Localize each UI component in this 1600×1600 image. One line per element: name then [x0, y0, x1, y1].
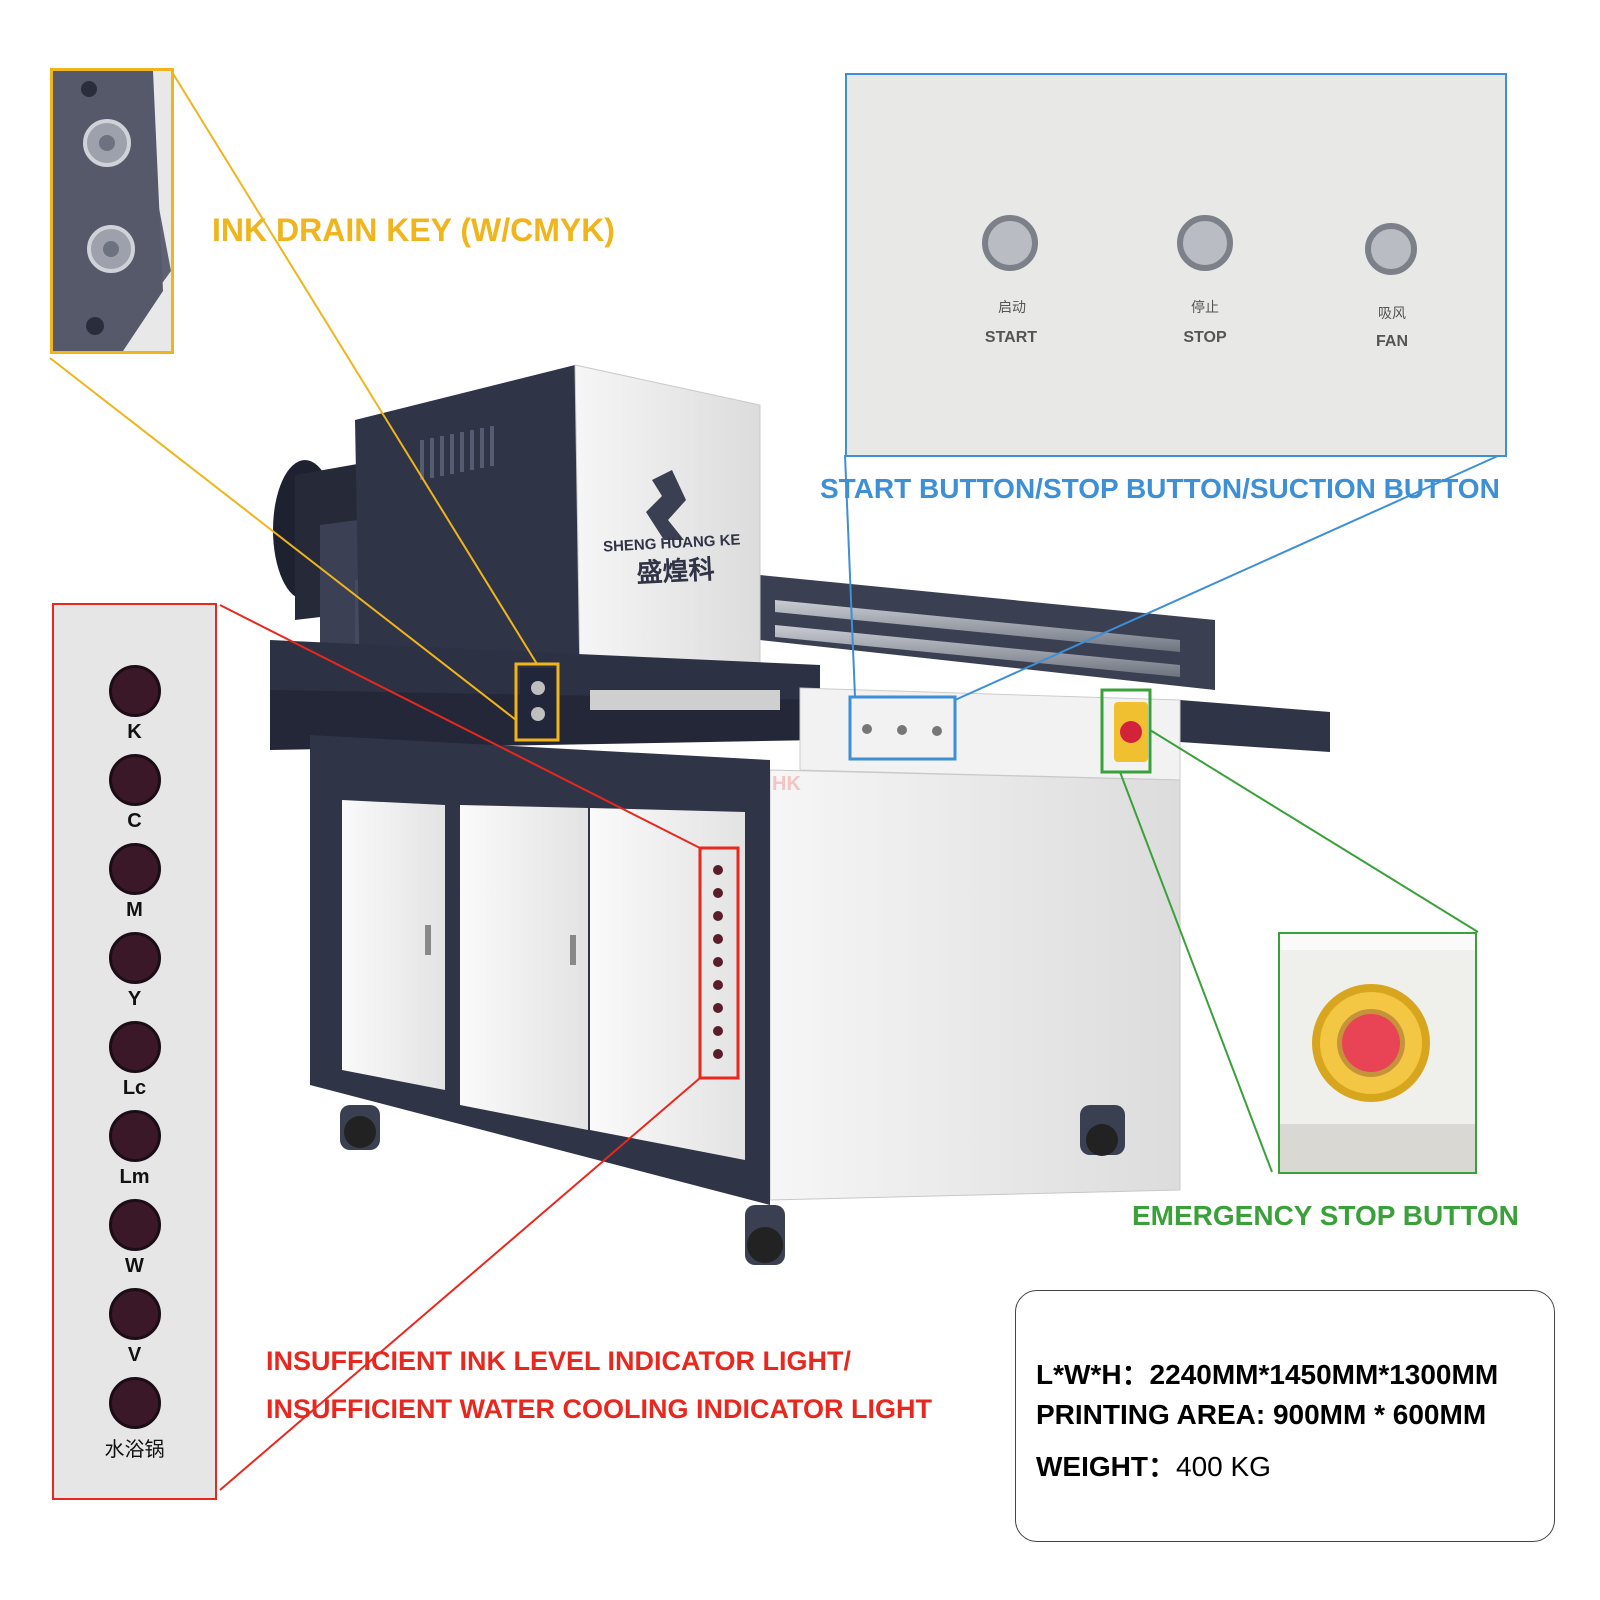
stop-button[interactable]	[1177, 215, 1233, 271]
indicator-light-lm	[109, 1110, 161, 1162]
ink-drain-label: INK DRAIN KEY (W/CMYK)	[212, 212, 615, 248]
spec-area-value: 900MM * 600MM	[1272, 1399, 1487, 1430]
indicator-light-lc	[109, 1021, 161, 1073]
start-label-cn: 启动	[998, 299, 1026, 315]
stop-label-en: STOP	[1183, 329, 1227, 346]
indicator-light-water-bath	[109, 1377, 161, 1429]
indicator-label-line1: INSUFFICIENT INK LEVEL INDICATOR LIGHT/	[266, 1346, 852, 1376]
emergency-stop-button[interactable]	[1312, 984, 1430, 1102]
indicator-item-water-bath: 水浴锅	[54, 1377, 215, 1466]
emergency-stop-small	[1114, 702, 1148, 762]
indicator-label-k: K	[127, 721, 142, 743]
indicator-label-m: M	[126, 899, 143, 921]
indicator-light-v	[109, 1288, 161, 1340]
indicator-label-c: C	[127, 810, 142, 832]
indicator-label-y: Y	[127, 988, 142, 1010]
control-cabinet	[769, 687, 1181, 1201]
spec-dimensions-value: 2240MM*1450MM*1300MM	[1149, 1359, 1499, 1390]
ink-drain-inset	[50, 68, 174, 354]
leader-lines	[49, 71, 1501, 1491]
emergency-stop-inset	[1278, 932, 1477, 1174]
spec-area: PRINTING AREA: 900MM * 600MM	[1036, 1399, 1486, 1431]
indicator-item-y: Y	[54, 932, 215, 1021]
indicator-item-c: C	[54, 754, 215, 843]
indicator-item-lm: Lm	[54, 1110, 215, 1199]
indicator-light-w	[109, 1199, 161, 1251]
indicator-item-m: M	[54, 843, 215, 932]
suction-button[interactable]	[1365, 223, 1417, 275]
indicator-item-k: K	[54, 665, 215, 754]
cabinet-indicator-strip	[713, 865, 723, 1059]
indicator-light-k	[109, 665, 161, 717]
spec-weight-value: 400 KG	[1176, 1451, 1271, 1482]
indicator-label-w: W	[125, 1255, 144, 1277]
indicator-lights-inset: K C M Y Lc Lm W V	[52, 603, 217, 1500]
indicator-label-v: V	[127, 1344, 142, 1366]
highlight-buttons-box	[848, 695, 957, 761]
spec-area-label: PRINTING AREA:	[1036, 1399, 1266, 1430]
emergency-label: EMERGENCY STOP BUTTON	[1132, 1200, 1519, 1231]
indicator-light-m	[109, 843, 161, 895]
spec-dimensions: L*W*H：2240MM*1450MM*1300MM	[1036, 1353, 1498, 1393]
start-stop-label: START BUTTON/STOP BUTTON/SUCTION BUTTON	[820, 473, 1500, 504]
indicator-label-lm: Lm	[119, 1166, 150, 1188]
highlight-indicator-box	[698, 846, 740, 1080]
spec-box: L*W*H：2240MM*1450MM*1300MM PRINTING AREA…	[1015, 1290, 1555, 1542]
indicator-light-y	[109, 932, 161, 984]
suction-label-en: FAN	[1376, 333, 1408, 350]
watermark: HK	[772, 773, 801, 795]
start-button[interactable]	[982, 215, 1038, 271]
indicator-item-lc: Lc	[54, 1021, 215, 1110]
indicator-item-v: V	[54, 1288, 215, 1377]
indicator-label-lc: Lc	[122, 1077, 147, 1099]
spec-weight-label: WEIGHT：	[1036, 1451, 1176, 1482]
brand-logo: SHENG HUANG KE 盛煌科	[603, 470, 741, 588]
indicator-light-c	[109, 754, 161, 806]
storage-cabinet	[310, 735, 770, 1205]
gantry-rails	[760, 575, 1330, 752]
front-panel-buttons	[862, 724, 942, 736]
control-buttons-inset: 启动 START 停止 STOP 吸风 FAN	[845, 73, 1507, 457]
ink-drain-keys-small	[520, 668, 556, 738]
spec-dimensions-label: L*W*H：	[1036, 1359, 1150, 1390]
casters	[340, 1105, 1125, 1265]
spec-weight: WEIGHT：400 KG	[1036, 1445, 1271, 1485]
indicator-label-line2: INSUFFICIENT WATER COOLING INDICATOR LIG…	[266, 1394, 932, 1424]
indicator-label-water-bath: 水浴锅	[104, 1439, 165, 1461]
suction-label-cn: 吸风	[1378, 305, 1406, 321]
indicator-list: K C M Y Lc Lm W V	[54, 665, 215, 1466]
start-label-en: START	[984, 329, 1038, 346]
brand-name-cn: 盛煌科	[636, 554, 715, 588]
stop-label-cn: 停止	[1191, 299, 1219, 315]
indicator-item-w: W	[54, 1199, 215, 1288]
